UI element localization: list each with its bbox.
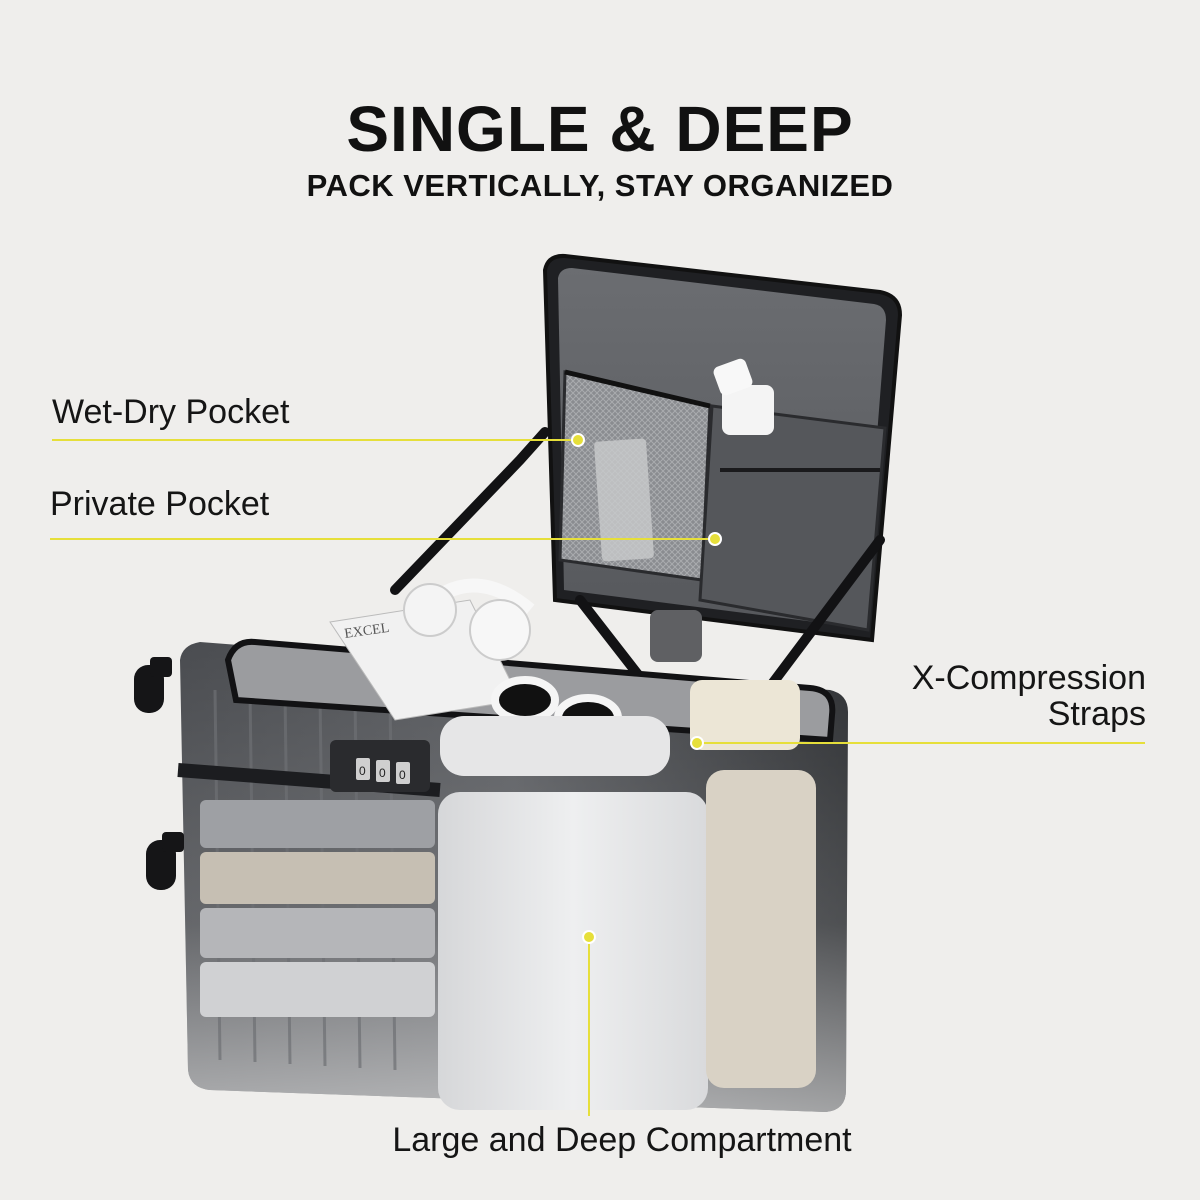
page-subtitle: PACK VERTICALLY, STAY ORGANIZED [306, 168, 894, 203]
label-large-compartment: Large and Deep Compartment [392, 1121, 852, 1159]
wheels [134, 657, 184, 890]
magazine-title: EXCEL [343, 621, 390, 642]
lock-digit: 0 [359, 764, 366, 778]
label-x-compression-line2: Straps [1047, 695, 1146, 733]
folded-clothes [200, 800, 435, 1017]
wet-dry-pocket [558, 369, 712, 582]
bottle-icon [713, 358, 774, 435]
toiletry-case [440, 716, 670, 776]
private-pocket [698, 404, 887, 632]
callout-wet-dry [52, 433, 585, 447]
callout-private [50, 532, 722, 546]
packing-cube [438, 770, 816, 1110]
label-x-compression-straps: X-Compression Straps [912, 660, 1146, 732]
label-x-compression-line1: X-Compression [911, 659, 1146, 697]
callout-large-compartment [582, 930, 596, 1116]
shoe-bag [690, 680, 800, 750]
label-private-pocket: Private Pocket [50, 485, 270, 523]
lock-digit: 0 [399, 768, 406, 782]
pouch [650, 610, 702, 662]
lock-digit: 0 [379, 766, 386, 780]
page-title: SINGLE & DEEP [346, 93, 854, 165]
packed-items: EXCEL [329, 578, 800, 776]
label-wet-dry-pocket: Wet-Dry Pocket [52, 393, 290, 431]
callout-x-compression [690, 736, 1145, 750]
